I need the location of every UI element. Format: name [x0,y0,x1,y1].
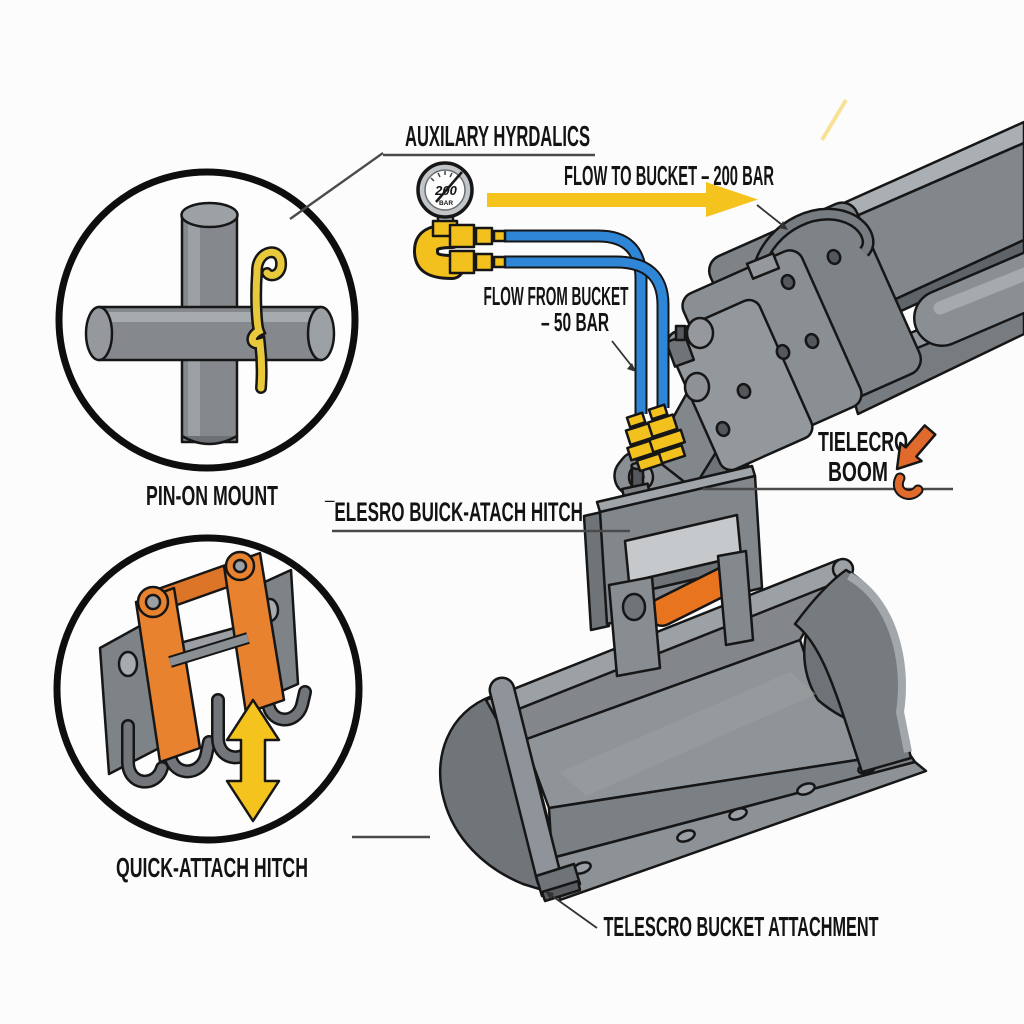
strap-left [607,575,662,678]
gauge-needle [435,171,463,203]
leader-to-aux-label [289,152,384,220]
horizontal-pin-cylinder [84,305,336,362]
aux-hydraulics-label: AUXILARY HYRDALICS [405,121,590,153]
boom-head [664,201,923,472]
strap-hole [621,592,647,622]
brace-bar [491,679,560,889]
leader-arrows [545,204,788,929]
orange-arrow-icon [895,424,937,471]
quick-attach-detail: QUICK-ATTACH HITCH [53,534,430,883]
fitting-row-return [448,249,507,275]
orange-hook-icon [894,474,922,498]
pivot-boss [683,371,711,403]
brace-foot [534,862,582,898]
right-side-band [846,572,912,753]
bolt-holes [715,248,842,438]
boom-callout-line1: TIELECRO [818,426,908,457]
up-down-arrow-icon [225,698,281,823]
gauge-unit: BAR [439,200,453,207]
orange-roller [649,568,737,625]
hose-supply [504,231,646,414]
telescopic-boom [626,120,1024,538]
callouts: AUXILARY HYRDALICS FLOW TO BUCKET – 200 … [324,98,953,942]
hose-end-fitting-right [646,403,687,465]
boom-callout-line2: BOOM [828,456,888,487]
hose-loop-fill [754,210,873,272]
fitting-row-supply [448,223,507,249]
flow-from-bucket-label-line1: FLOW FROM BUCKET [484,281,629,311]
linch-pin-icon [246,246,287,394]
yellow-streak [820,98,848,142]
hitch-callout-label: ¯ELESRO BUICK-ATACH HITCH [324,497,583,527]
flow-from-bucket-label-line2: – 50 BAR [541,307,609,337]
flow-to-bucket-label: FLOW TO BUCKET – 200 BAR [564,160,774,191]
pin-on-mount-detail: PIN-ON MOUNT [55,152,384,511]
pivot-boss [685,316,715,350]
flow-arrow-icon [487,182,758,217]
strap-right [716,549,755,647]
quick-attach-label: QUICK-ATTACH HITCH [116,852,308,883]
bucket [439,557,928,903]
loop-fitting [745,252,781,280]
bucket-attachment-label: TELESCRO BUCKET ATTACHMENT [604,911,879,942]
hose-return [504,257,668,408]
auxiliary-hydraulics: 200 BAR [412,161,687,473]
orange-hitch-frame [134,550,286,764]
pin-on-mount-label: PIN-ON MOUNT [146,480,278,511]
floor-highlight [560,672,816,796]
gauge-ticks [430,171,453,182]
quick-attach-hitch-assembly [582,449,764,678]
pressure-gauge: 200 BAR [416,161,474,219]
plate-hole [117,650,139,678]
elbow-fitting [415,226,462,277]
